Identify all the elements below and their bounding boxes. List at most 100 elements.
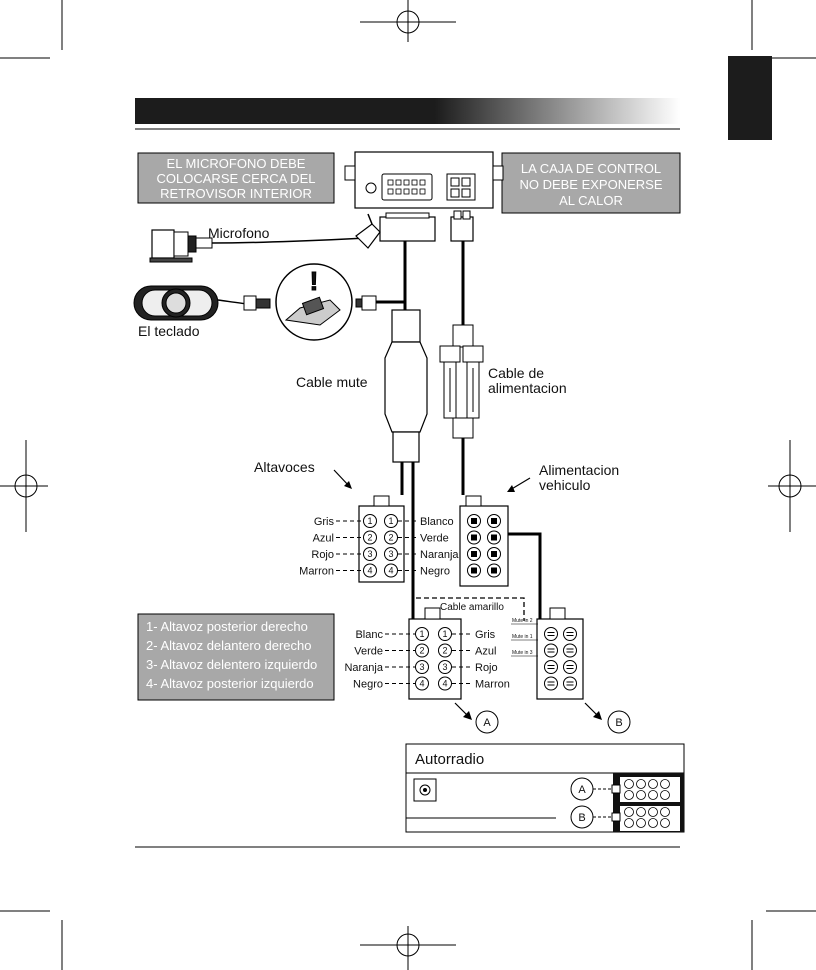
teclado-label: El teclado — [138, 323, 200, 339]
upper-connector-wire-label-left: Azul — [313, 533, 334, 545]
lower-connector-pin-circle — [438, 676, 452, 691]
lower-connector-wire-label-right: Marron — [475, 679, 510, 691]
lower-connector-pin-circle — [438, 643, 452, 658]
lower-connector-wire-label-right: Gris — [475, 629, 496, 641]
control-box — [344, 151, 504, 209]
upper-connector-pin-number: 2 — [388, 533, 393, 543]
upper-connector-pin-circle — [363, 514, 377, 528]
control-warning-line-1: LA CAJA DE CONTROL — [521, 161, 661, 176]
radio-socket-pin — [636, 779, 646, 789]
microphone — [149, 229, 213, 263]
mic-warning-line-1: EL MICROFONO DEBE — [167, 156, 306, 171]
radio-marker-b: B — [578, 812, 585, 824]
lower-connector-pin-number: 4 — [442, 679, 447, 689]
upper-connector-pin-number: 3 — [388, 549, 393, 559]
mute-pin — [544, 643, 558, 658]
connector-detail-circle: ! — [275, 263, 353, 341]
autorradio-panel: Autorradio A B — [405, 743, 685, 833]
upper-connector-pin-number: 1 — [388, 516, 393, 526]
lower-connector-wire-label-right: Azul — [475, 646, 496, 658]
vehicle-power-connector — [459, 495, 509, 587]
upper-connector-pin-circle — [384, 547, 398, 561]
radio-socket-pin — [660, 779, 670, 789]
microphone-warning-box: EL MICROFONO DEBE COLOCARSE CERCA DEL RE… — [137, 152, 335, 204]
power-pin-contact — [471, 551, 477, 557]
power-pin-contact — [491, 534, 497, 541]
lower-connector-wire-label-left: Naranja — [344, 662, 383, 674]
microfono-label: Microfono — [208, 225, 270, 241]
autorradio-label: Autorradio — [415, 751, 484, 768]
radio-socket-pin — [648, 790, 658, 800]
upper-connector-pin-circle — [384, 563, 398, 578]
warning-mark: ! — [310, 266, 319, 296]
legend-item-4: 4- Altavoz posterior izquierdo — [146, 676, 314, 691]
mute-in-label: Mute in 3 — [512, 650, 533, 656]
power-pin-contact — [491, 518, 497, 524]
marker-a: A — [454, 702, 499, 734]
lower-connector-pin-number: 2 — [442, 646, 447, 656]
cable-alimentacion-line-2: alimentacion — [488, 380, 567, 396]
side-tab — [728, 56, 772, 140]
marker-b: B — [584, 702, 631, 734]
upper-connector-wire-label-right: Negro — [420, 566, 450, 578]
legend-box: 1- Altavoz posterior derecho 2- Altavoz … — [137, 613, 335, 701]
wires — [211, 237, 542, 622]
control-warning-line-3: AL CALOR — [559, 193, 623, 208]
lower-connector-pin-circle — [415, 643, 429, 658]
radio-socket-pin — [636, 790, 646, 800]
radio-socket-pin — [624, 790, 634, 800]
lower-connector-pin-number: 2 — [419, 646, 424, 656]
mute-pin — [563, 643, 577, 658]
power-plug — [450, 210, 474, 242]
mute-in-label: Mute in 1 — [512, 634, 533, 640]
upper-connector-pin-number: 3 — [367, 549, 372, 559]
lower-connector-wire-label-left: Blanc — [355, 629, 383, 641]
upper-connector-pin-circle — [384, 530, 398, 545]
main-harness-plug — [379, 212, 436, 242]
radio-socket-pin — [648, 779, 658, 789]
marker-b-text: B — [615, 717, 622, 729]
radio-socket-pin — [660, 807, 670, 817]
radio-socket-pin — [660, 790, 670, 800]
radio-socket-pin — [636, 818, 646, 828]
lower-connector-wire-label-right: Rojo — [475, 662, 498, 674]
upper-connector-pin-circle — [363, 530, 377, 545]
microphone-jack — [355, 213, 381, 249]
radio-socket-pin — [648, 818, 658, 828]
mic-warning-line-2: COLOCARSE CERCA DEL — [157, 171, 316, 186]
lower-connector-pin-number: 1 — [442, 629, 447, 639]
lower-connector-pin-number: 3 — [419, 662, 424, 672]
power-pin-contact — [491, 551, 497, 557]
upper-connector-pin-number: 4 — [367, 566, 372, 576]
power-pin-contact — [471, 518, 477, 524]
keypad-connector — [243, 295, 271, 311]
upper-connector-wire-label-left: Marron — [299, 566, 334, 578]
upper-connector-pin-number: 1 — [367, 516, 372, 526]
power-cable-fuses — [439, 324, 484, 439]
mute-pin — [563, 676, 577, 691]
upper-connector-wire-label-left: Gris — [314, 516, 335, 528]
radio-socket-pin — [624, 779, 634, 789]
alimentacion-arrow — [509, 477, 531, 491]
keypad-extension-plug — [355, 295, 377, 311]
mute-pin — [563, 660, 577, 674]
lower-connector-pin-number: 3 — [442, 662, 447, 672]
lower-connector-pin-number: 1 — [419, 629, 424, 639]
lower-connector-pin-circle — [415, 660, 429, 674]
control-box-warning-box: LA CAJA DE CONTROL NO DEBE EXPONERSE AL … — [501, 152, 681, 214]
lower-connector-wire-label-left: Verde — [354, 646, 383, 658]
lower-connector-pin-circle — [438, 660, 452, 674]
upper-connector-pin-circle — [384, 514, 398, 528]
lower-connector-pin-number: 4 — [419, 679, 424, 689]
altavoces-label: Altavoces — [254, 459, 315, 475]
keypad — [133, 285, 219, 321]
power-pin-contact — [491, 567, 497, 574]
alimentacion-arrowhead — [507, 485, 515, 492]
mute-pin — [563, 627, 577, 641]
power-pin-contact — [471, 567, 477, 574]
mic-warning-line-3: RETROVISOR INTERIOR — [160, 186, 312, 201]
radio-socket-pin — [636, 807, 646, 817]
